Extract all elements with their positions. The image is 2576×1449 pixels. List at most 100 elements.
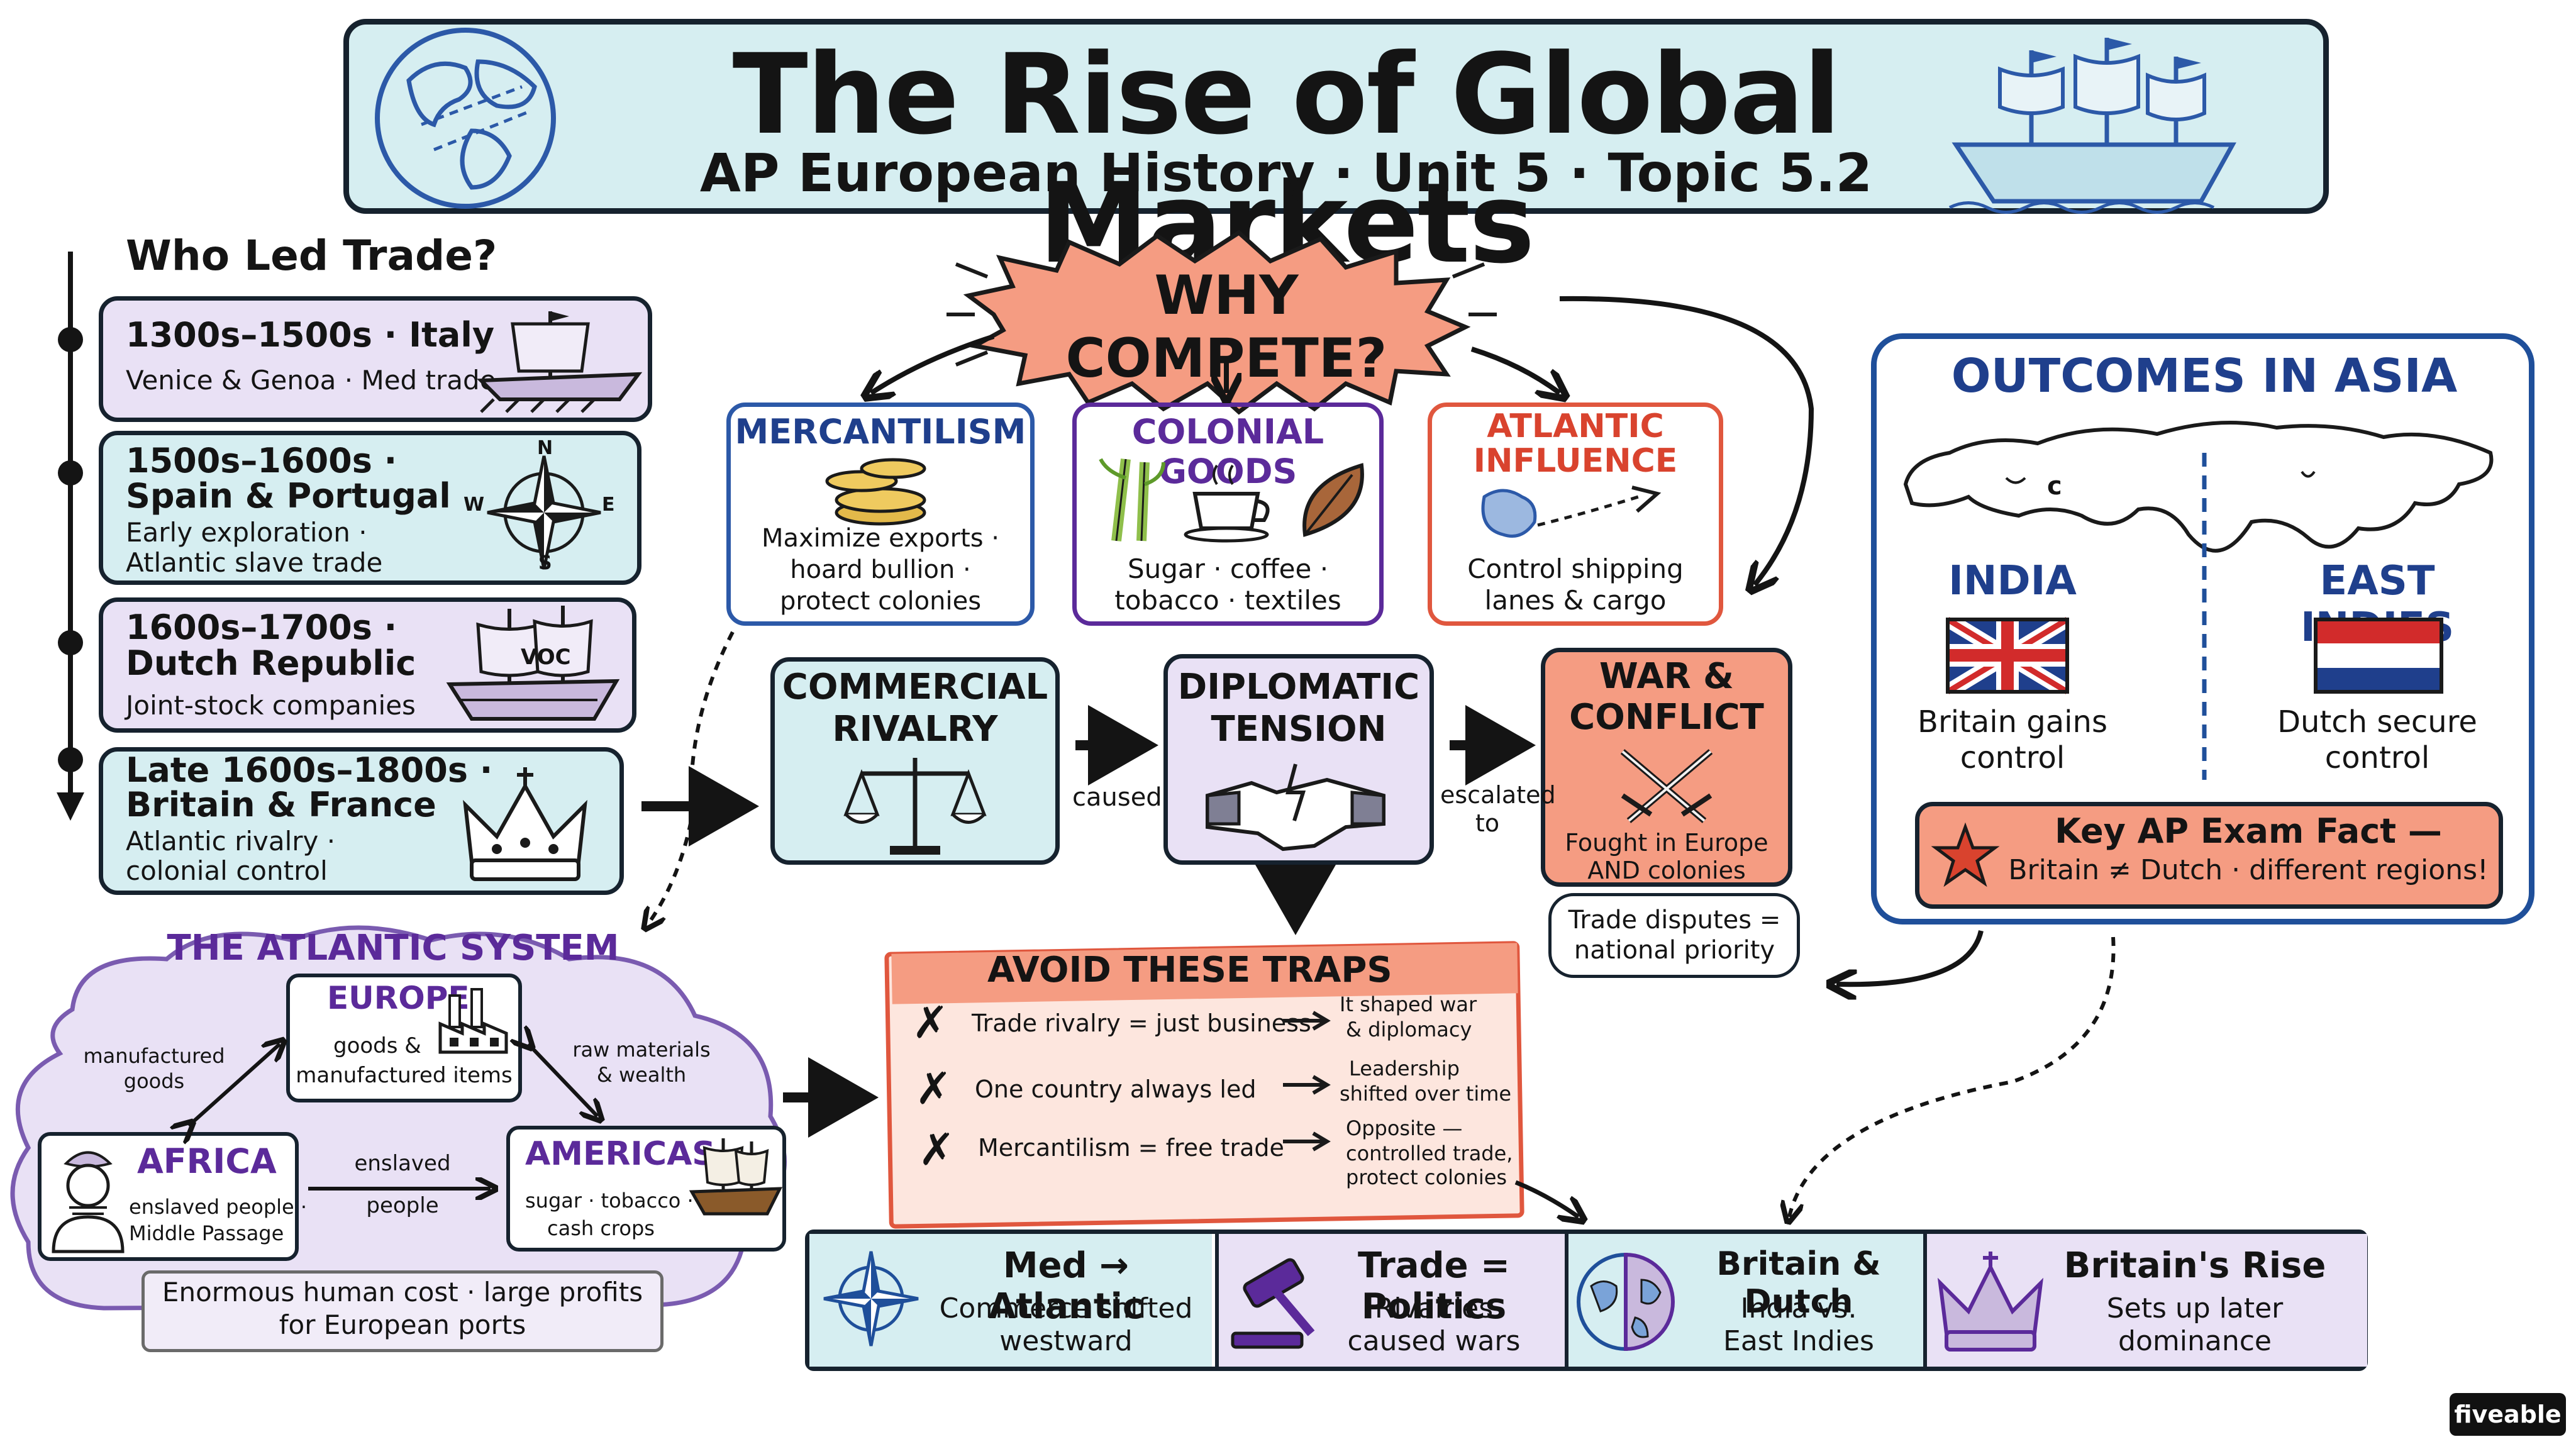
person-icon [52, 1151, 125, 1253]
india-title: INDIA [1948, 558, 2077, 604]
sailing-ship-icon [1948, 38, 2236, 214]
fiveable-logo: fiveable [2450, 1393, 2566, 1436]
compass-w: W [464, 494, 485, 516]
trap-myth-3: Mercantilism = free trade [978, 1134, 1284, 1162]
mercantilism-card [726, 402, 1035, 626]
trap-arrow-3 [1283, 1131, 1331, 1152]
factory-icon [438, 988, 508, 1054]
split-globe-icon [1577, 1252, 1675, 1352]
trap-arrow-2 [1283, 1075, 1331, 1095]
asia-map-mark: c [2047, 472, 2062, 501]
commercial-rivalry-line-1: COMMERCIAL [782, 667, 1048, 708]
key-fact-line-2: Britain ≠ Dutch · different regions! [2008, 854, 2489, 886]
compass-rose-icon [487, 455, 601, 570]
war-conflict-sub-1: Fought in Europe [1565, 829, 1768, 857]
atlantic-influence-line-1: Control shipping [1467, 553, 1684, 584]
diplomatic-tension-line-1: DIPLOMATIC [1177, 667, 1420, 708]
merchant-ship-icon [689, 1138, 783, 1216]
atlantic-footer-line-2: for European ports [279, 1309, 526, 1340]
trap-x-icon-3: ✗ [918, 1124, 955, 1175]
escalated-label-1: escalated [1440, 781, 1556, 809]
era-italy-desc: Venice & Genoa · Med trade [126, 365, 496, 396]
why-compete-label: WHY COMPETE? [1065, 264, 1387, 390]
trap-truth-3b: controlled trade, [1346, 1141, 1513, 1165]
crown-icon-summary [1937, 1252, 2044, 1352]
summary-2-line-2: caused wars [1347, 1325, 1521, 1357]
summary-2-title: Trade = Politics [1358, 1245, 1510, 1327]
summary-3-title: Britain & Dutch [1716, 1245, 1881, 1321]
war-conflict-card [1541, 648, 1792, 887]
commercial-rivalry-line-2: RIVALRY [832, 709, 998, 750]
tobacco-leaf-icon [1302, 463, 1364, 537]
atlantic-footer-box [142, 1270, 663, 1352]
mercantilism-line-2: hoard bullion · [790, 555, 971, 584]
compass-icon [823, 1251, 919, 1346]
war-conflict-line-1: WAR & [1599, 656, 1735, 697]
trap-truth-1b: & diplomacy [1346, 1018, 1472, 1041]
india-line-2: control [1960, 740, 2065, 775]
star-icon [1931, 822, 2000, 887]
europe-line-2: manufactured items [296, 1063, 513, 1088]
title-banner [343, 19, 2329, 214]
trade-disputes-note [1548, 893, 1800, 978]
era-spain-title-1: 1500s–1600s · [126, 441, 397, 480]
summary-2-line-1: Rivalries [1374, 1292, 1494, 1324]
dutch-flag-icon [2314, 618, 2443, 694]
era-britain-desc-1: Atlantic rivalry · [126, 826, 336, 857]
key-fact-box [1915, 802, 2503, 909]
summary-3-line-1: India vs. [1740, 1292, 1857, 1324]
trap-truth-2b: shifted over time [1340, 1082, 1512, 1106]
key-fact-line-1: Key AP Exam Fact — [2055, 811, 2442, 851]
sugar-cane-icon [1099, 458, 1165, 541]
mercantilism-title: MERCANTILISM [735, 412, 1026, 452]
americas-line-2: cash crops [547, 1216, 655, 1240]
atlantic-arrow-bottom-1: enslaved [354, 1151, 451, 1176]
escalated-label-2: to [1475, 809, 1500, 837]
era-dutch-desc: Joint-stock companies [126, 690, 416, 721]
coffee-cup-icon [1184, 464, 1270, 543]
gavel-icon [1231, 1258, 1315, 1349]
trap-truth-2a: Leadership [1349, 1057, 1460, 1080]
east-indies-line-1: Dutch secure [2277, 704, 2477, 740]
era-dutch-title-2: Dutch Republic [126, 643, 416, 683]
war-conflict-line-2: CONFLICT [1569, 697, 1764, 738]
africa-title: AFRICA [137, 1141, 277, 1181]
trap-arrow-1 [1283, 1011, 1331, 1031]
east-indies-line-2: control [2324, 740, 2430, 775]
atlantic-arrow-right-1: raw materials [572, 1038, 711, 1062]
atlantic-influence-title-2: INFLUENCE [1473, 442, 1678, 480]
africa-line-2: Middle Passage [129, 1221, 284, 1245]
compass-s: S [538, 552, 552, 574]
era-spain-desc-1: Early exploration · [126, 517, 367, 548]
americas-line-1: sugar · tobacco · [525, 1189, 694, 1213]
summary-4-title: Britain's Rise [2063, 1245, 2326, 1286]
compass-e: E [602, 494, 615, 516]
summary-1-line-2: westward [999, 1325, 1133, 1357]
africa-line-1: enslaved people · [129, 1195, 308, 1219]
americas-title: AMERICAS [525, 1135, 716, 1173]
war-conflict-sub-2: AND colonies [1587, 857, 1746, 884]
mercantilism-line-3: protect colonies [779, 587, 982, 616]
trap-myth-2: One country always led [975, 1075, 1257, 1103]
india-line-1: Britain gains [1918, 704, 2107, 740]
trap-truth-3c: protect colonies [1346, 1165, 1507, 1189]
galley-ship-icon [477, 311, 643, 413]
atlantic-footer-line-1: Enormous human cost · large profits [162, 1277, 643, 1307]
era-spain-desc-2: Atlantic slave trade [126, 547, 383, 578]
summary-4-line-2: dominance [2118, 1325, 2272, 1357]
crossed-swords-icon [1620, 749, 1713, 823]
colonial-goods-line-2: tobacco · textiles [1114, 585, 1341, 616]
crown-icon [463, 767, 587, 881]
trap-truth-1a: It shaped war [1340, 992, 1477, 1016]
summary-1-line-1: Commerce shifted [939, 1292, 1193, 1324]
trap-x-icon-2: ✗ [915, 1063, 952, 1114]
timeline-heading: Who Led Trade? [126, 231, 497, 280]
handshake-icon [1206, 763, 1385, 852]
voc-flag-label: VOC [521, 645, 571, 670]
era-britain-desc-2: colonial control [126, 855, 328, 886]
diplomatic-tension-line-2: TENSION [1211, 709, 1387, 750]
trade-disputes-line-2: national priority [1574, 936, 1775, 965]
atlantic-influence-title-1: ATLANTIC [1487, 408, 1664, 445]
era-spain-title-2: Spain & Portugal [126, 476, 451, 516]
atlantic-arrow-left-1: manufactured [83, 1044, 225, 1068]
